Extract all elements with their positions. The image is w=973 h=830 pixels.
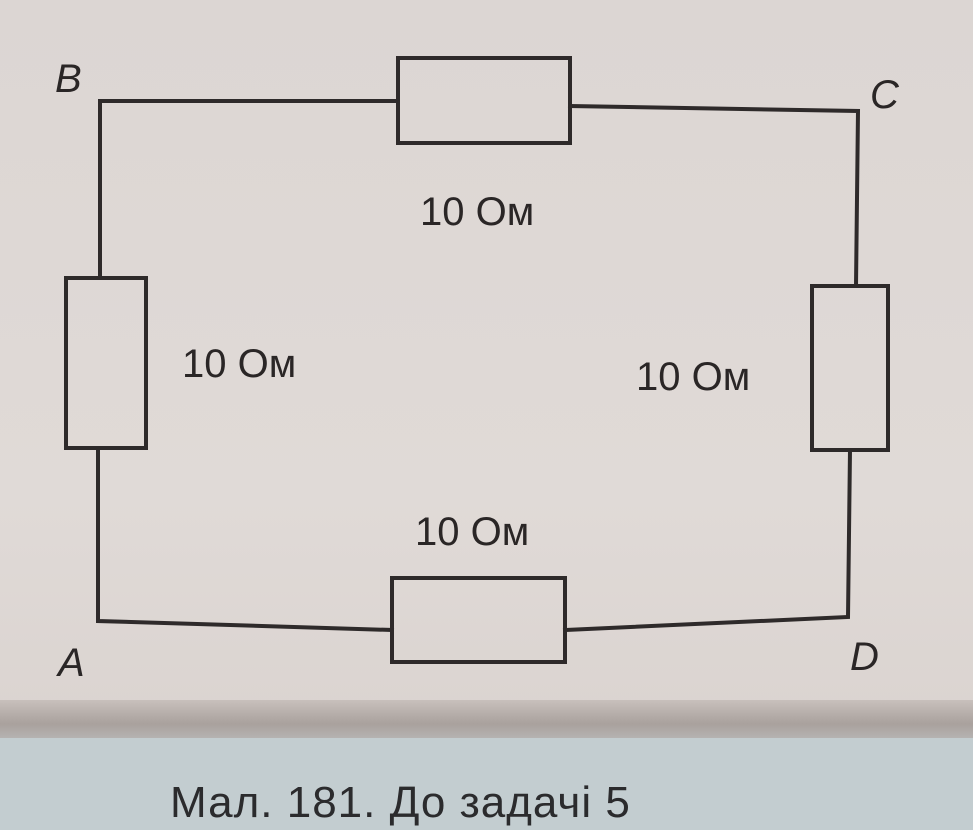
wire-b-top	[98, 99, 400, 280]
page-fold-shadow	[0, 700, 973, 740]
node-label-b: B	[55, 57, 82, 101]
resistor-left-label: 10 Ом	[182, 342, 296, 386]
resistor-right	[810, 284, 890, 452]
wire-top-c	[567, 103, 861, 289]
resistor-right-label: 10 Ом	[636, 355, 750, 399]
resistor-bottom-label: 10 Ом	[415, 510, 529, 554]
node-label-c: C	[870, 73, 900, 117]
node-label-d: D	[850, 635, 879, 679]
caption-strip	[0, 738, 973, 830]
resistor-top	[396, 56, 572, 145]
wire-a-bottom	[96, 446, 395, 633]
resistor-bottom	[390, 576, 567, 664]
figure-caption: Мал. 181. До задачі 5	[170, 778, 631, 827]
resistor-top-label: 10 Ом	[420, 190, 534, 234]
wire-right-d	[562, 447, 853, 633]
node-label-a: A	[56, 641, 85, 685]
resistor-left	[64, 276, 148, 450]
